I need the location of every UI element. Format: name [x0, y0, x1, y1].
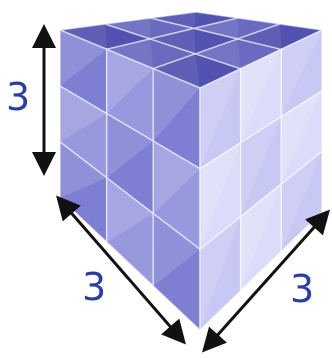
- depth-arrow: [201, 209, 331, 353]
- cube-left-tile-shade: [106, 113, 154, 178]
- cube-right-tile-shade: [200, 68, 241, 169]
- cube-left-tile-shade: [60, 30, 107, 86]
- height-label: 3: [6, 75, 30, 119]
- cube-top-tile-shade: [105, 18, 151, 39]
- cube-top-tile-shade: [60, 24, 107, 50]
- cube-right-tile-shade: [240, 116, 282, 217]
- cube-right-tile-shade: [240, 49, 282, 143]
- cube-top-tile-shade: [150, 28, 196, 54]
- cube-top-tile-shade: [237, 24, 282, 50]
- width-label: 3: [82, 265, 106, 309]
- cube-left-tile-shade: [60, 142, 107, 198]
- cube-left-tile-shade: [153, 68, 200, 142]
- cube-left-tile-shade: [153, 141, 200, 214]
- cube: [57, 11, 325, 332]
- cube-top-tile-shade: [153, 53, 200, 88]
- cube-top-tile-shade: [194, 18, 238, 39]
- cube-left-tile-shade: [60, 86, 107, 142]
- cube-top-tile-shade: [150, 12, 196, 29]
- width-arrow: [56, 195, 186, 345]
- cube-top-tile-shade: [106, 38, 154, 69]
- cube-top-tile-shade: [195, 38, 241, 69]
- cube-right-tile-shade: [281, 30, 322, 117]
- cube-right-tile-shade: [281, 90, 322, 184]
- depth-label: 3: [290, 267, 314, 311]
- cube-left-tile-shade: [106, 49, 154, 114]
